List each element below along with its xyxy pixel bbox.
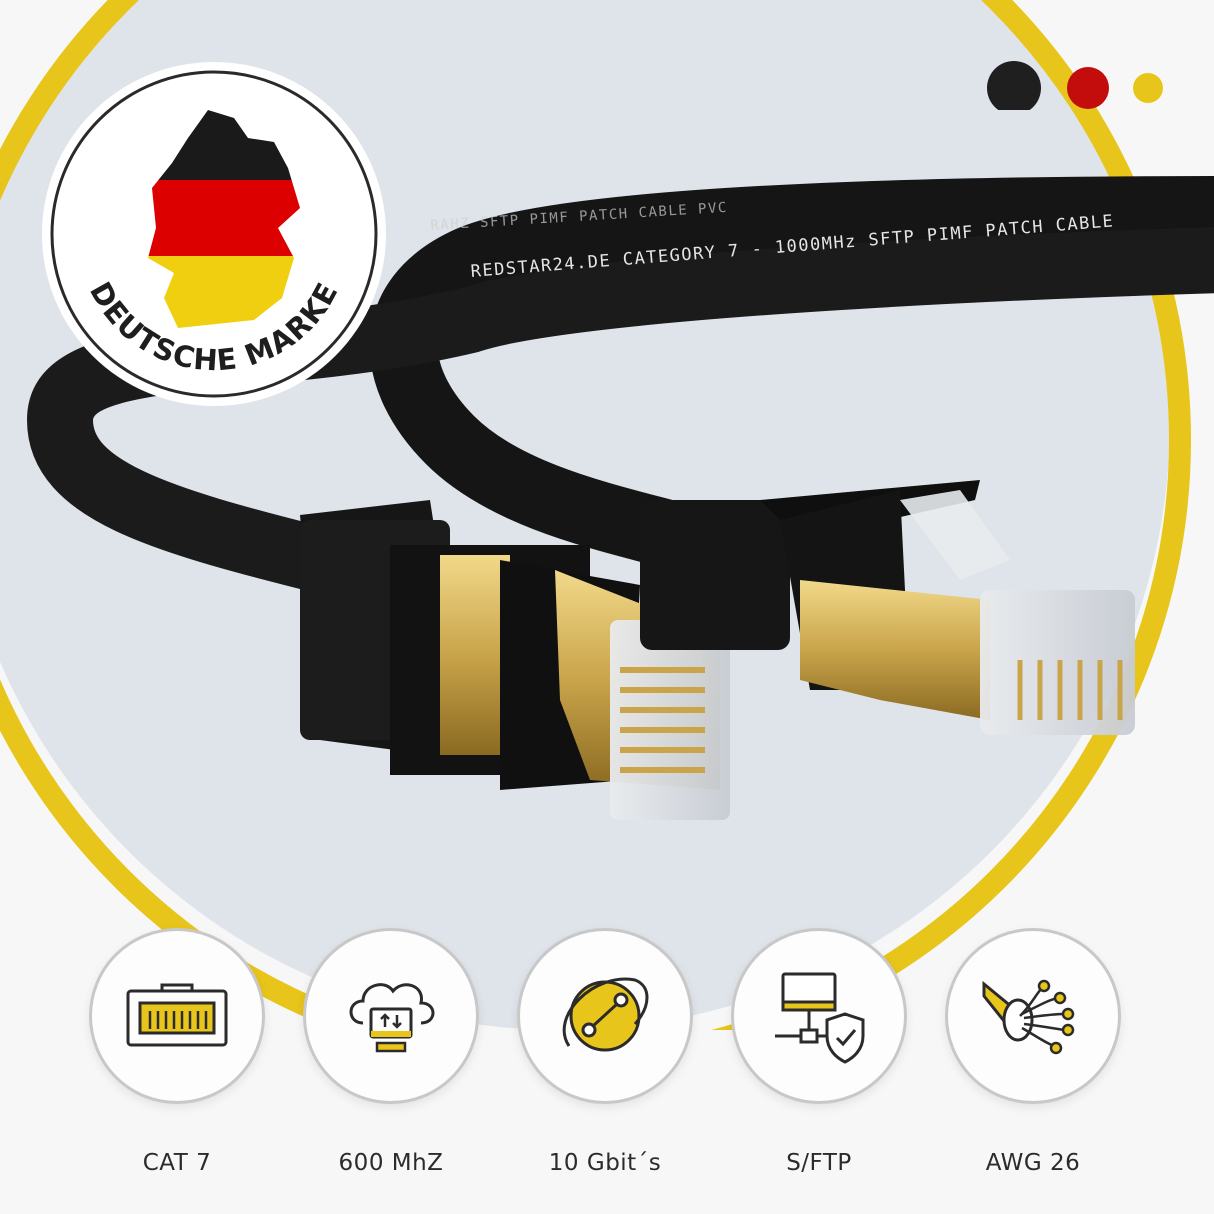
- right-rj45-connector: [640, 480, 1135, 735]
- feature-sftp: S/FTP: [728, 928, 910, 1176]
- feature-cat7: CAT 7: [86, 928, 268, 1176]
- feature-awg: AWG 26: [942, 928, 1124, 1176]
- feature-speed: 10 Gbit´s: [514, 928, 696, 1176]
- feature-label: 10 Gbit´s: [548, 1150, 662, 1176]
- color-dots: [987, 61, 1163, 110]
- color-dot-black: [987, 61, 1041, 110]
- color-dot-red: [1067, 67, 1109, 109]
- deutsche-marke-badge: DEUTSCHE MARKE: [42, 62, 386, 406]
- feature-label: 600 MhZ: [338, 1150, 444, 1176]
- feature-label: S/FTP: [786, 1150, 852, 1176]
- speed-orbit-icon: [562, 977, 649, 1052]
- left-rj45-connector: [300, 500, 730, 820]
- feature-circle: [945, 928, 1121, 1104]
- cable-back: [369, 176, 1214, 574]
- feature-label: AWG 26: [985, 1150, 1081, 1176]
- feature-circle: [517, 928, 693, 1104]
- feature-frequency: 600 MhZ: [300, 928, 482, 1176]
- rj45-port-icon: [126, 983, 228, 1047]
- feature-label: CAT 7: [142, 1150, 212, 1176]
- network-shield-icon: [775, 972, 865, 1064]
- feature-circle: [89, 928, 265, 1104]
- fiber-strands-icon: [982, 979, 1075, 1055]
- color-dot-yellow: [1133, 73, 1163, 103]
- feature-circle: [303, 928, 479, 1104]
- feature-circle: [731, 928, 907, 1104]
- cloud-transfer-icon: [349, 983, 435, 1053]
